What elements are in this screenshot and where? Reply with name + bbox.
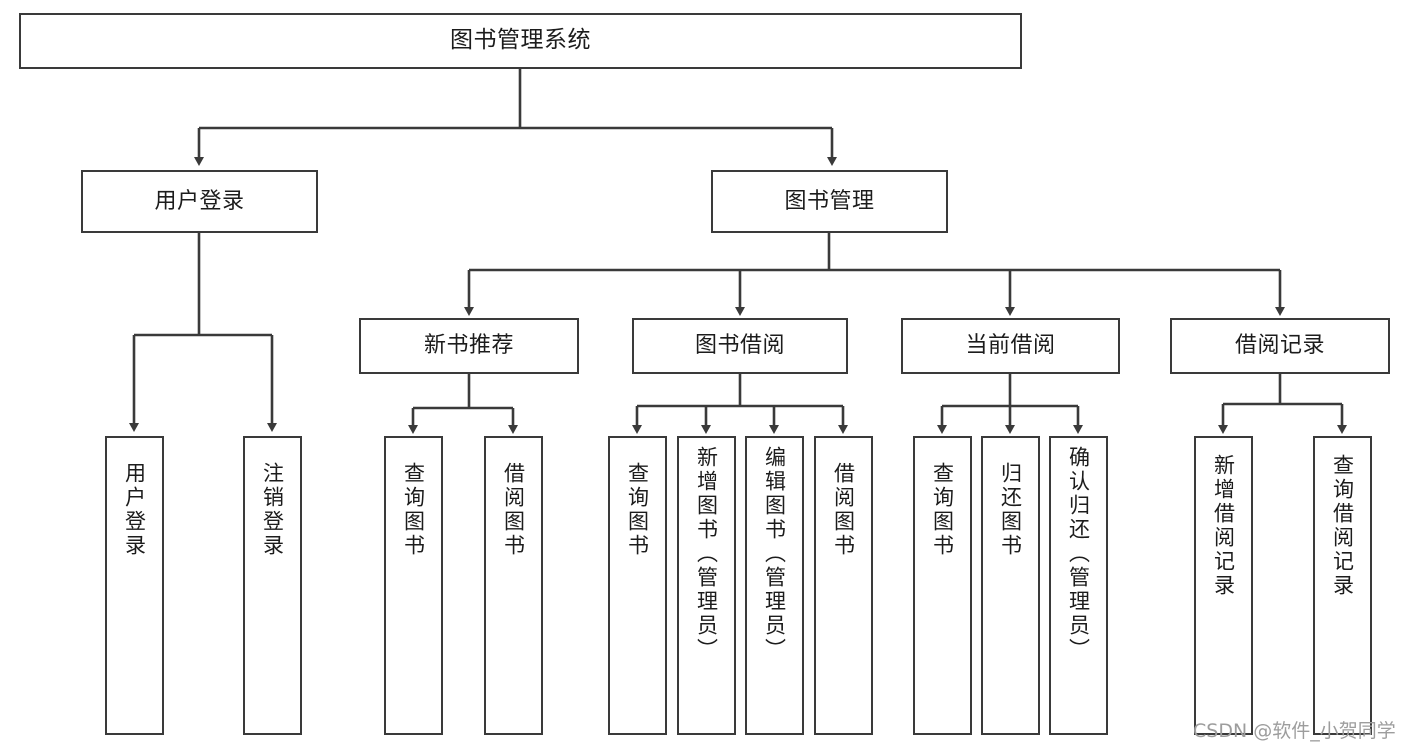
node-label: 新增借阅记录 — [1211, 454, 1236, 598]
node-label: 借阅图书 — [831, 462, 856, 558]
node-leaf-add-book[interactable]: 新增图书（管理员） — [677, 436, 736, 735]
node-leaf-borrow-book-2[interactable]: 借阅图书 — [814, 436, 873, 735]
node-leaf-user-login[interactable]: 用户登录 — [105, 436, 164, 735]
node-label: 查询图书 — [401, 462, 426, 558]
node-leaf-borrow-book-1[interactable]: 借阅图书 — [484, 436, 543, 735]
node-leaf-return-book[interactable]: 归还图书 — [981, 436, 1040, 735]
node-leaf-query-record[interactable]: 查询借阅记录 — [1313, 436, 1372, 735]
node-book-management[interactable]: 图书管理 — [711, 170, 948, 233]
node-label: 归还图书 — [998, 462, 1023, 558]
node-leaf-confirm-return[interactable]: 确认归还（管理员） — [1049, 436, 1108, 735]
node-label: 用户登录 — [122, 462, 147, 558]
node-leaf-logout-login[interactable]: 注销登录 — [243, 436, 302, 735]
node-leaf-add-record[interactable]: 新增借阅记录 — [1194, 436, 1253, 735]
node-label: 确认归还（管理员） — [1066, 446, 1091, 662]
node-label: 查询图书 — [625, 462, 650, 558]
node-label: 借阅记录 — [1234, 333, 1325, 359]
node-leaf-query-book-2[interactable]: 查询图书 — [608, 436, 667, 735]
node-root-book-management-system[interactable]: 图书管理系统 — [19, 13, 1022, 69]
node-label: 借阅图书 — [501, 462, 526, 558]
node-label: 编辑图书（管理员） — [762, 446, 787, 662]
node-leaf-edit-book[interactable]: 编辑图书（管理员） — [745, 436, 804, 735]
node-label: 图书管理系统 — [450, 27, 591, 54]
node-current-borrow[interactable]: 当前借阅 — [901, 318, 1120, 374]
node-book-borrow[interactable]: 图书借阅 — [632, 318, 848, 374]
node-label: 图书借阅 — [694, 333, 785, 359]
node-label: 当前借阅 — [965, 333, 1056, 359]
node-label: 新书推荐 — [423, 333, 514, 359]
node-leaf-query-book-3[interactable]: 查询图书 — [913, 436, 972, 735]
node-label: 新增图书（管理员） — [694, 446, 719, 662]
node-label: 查询图书 — [930, 462, 955, 558]
node-new-book-recommend[interactable]: 新书推荐 — [359, 318, 579, 374]
node-user-login[interactable]: 用户登录 — [81, 170, 318, 233]
node-label: 注销登录 — [260, 462, 285, 558]
watermark-text: CSDN @软件_小贺同学 — [1193, 720, 1396, 742]
node-label: 用户登录 — [154, 188, 245, 214]
node-label: 查询借阅记录 — [1330, 454, 1355, 598]
node-borrow-record[interactable]: 借阅记录 — [1170, 318, 1390, 374]
node-leaf-query-book-1[interactable]: 查询图书 — [384, 436, 443, 735]
node-label: 图书管理 — [784, 188, 875, 214]
